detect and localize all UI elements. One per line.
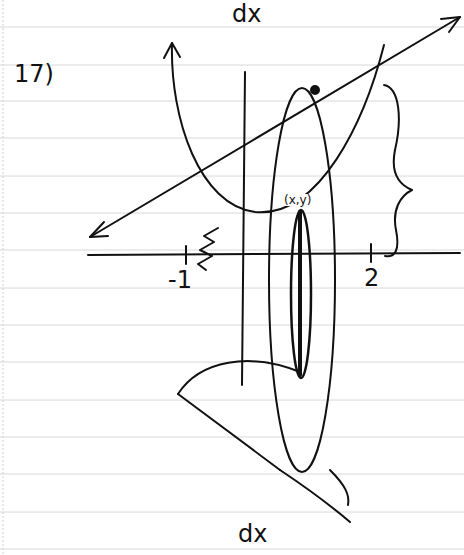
problem-number: 17) [14,62,54,86]
x-axis [88,253,460,255]
tick [185,246,187,264]
axis-value: 2 [364,266,379,290]
brace [384,85,412,256]
arrowhead [164,43,180,58]
solid-edge [280,470,350,522]
parabola [172,43,384,212]
arrowhead [90,222,108,237]
line-graph [90,17,460,237]
solid-edge [178,394,280,470]
point [311,86,319,94]
arrowhead [441,17,460,32]
differential-label: dx [232,2,261,26]
axis-value: -1 [168,268,192,292]
squiggle-bracket [198,228,218,270]
solid-arc [178,361,300,394]
solid-arc [330,470,348,505]
point-label: (x,y) [283,194,312,206]
radius-line [298,212,302,375]
differential-label: dx [238,522,267,546]
inner-ellipse [291,210,311,378]
outer-ellipse [269,88,335,472]
tick [370,244,372,262]
y-axis [242,72,245,385]
